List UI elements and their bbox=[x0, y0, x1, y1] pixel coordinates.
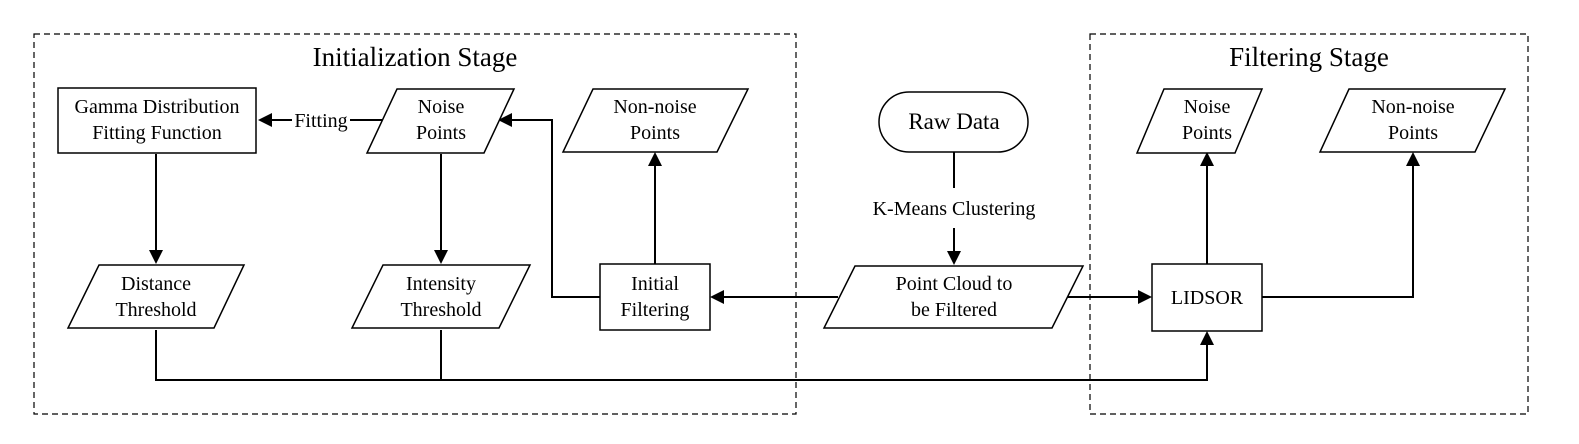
arrowhead-into-nonnoise-filter bbox=[1406, 152, 1420, 166]
initial-filtering-line1: Initial bbox=[631, 273, 679, 295]
noise-points-init-node[interactable]: Noise Points bbox=[365, 88, 516, 154]
intensity-threshold-line1: Intensity bbox=[406, 273, 476, 295]
arrowhead-into-lidsor-left bbox=[1138, 290, 1152, 304]
fitting-label: Fitting bbox=[294, 110, 347, 132]
point-cloud-line1: Point Cloud to bbox=[896, 273, 1013, 295]
nonnoise-points-init-shape bbox=[561, 88, 750, 153]
point-cloud-node[interactable]: Point Cloud to be Filtered bbox=[822, 265, 1085, 329]
point-cloud-line2: be Filtered bbox=[911, 299, 997, 321]
arrowhead-into-intensity bbox=[434, 250, 448, 264]
initialization-stage-title: Initialization Stage bbox=[313, 42, 518, 72]
intensity-threshold-shape bbox=[350, 264, 532, 329]
initial-filtering-node[interactable]: Initial Filtering bbox=[599, 263, 711, 331]
nonnoise-points-init-node[interactable]: Non-noise Points bbox=[561, 88, 750, 153]
noise-filter-line1: Noise bbox=[1184, 96, 1231, 118]
nonnoise-init-line2: Points bbox=[630, 122, 680, 144]
gamma-distribution-node[interactable]: Gamma Distribution Fitting Function bbox=[57, 87, 257, 154]
edge-initial-to-noise bbox=[510, 119, 600, 298]
noise-points-filter-node[interactable]: Noise Points bbox=[1135, 88, 1264, 154]
distance-threshold-line2: Threshold bbox=[115, 299, 196, 321]
lidsor-label: LIDSOR bbox=[1171, 287, 1244, 309]
lidsor-box bbox=[1151, 263, 1263, 332]
initial-filtering-box bbox=[599, 263, 711, 331]
distance-threshold-shape bbox=[66, 264, 246, 329]
lidsor-node[interactable]: LIDSOR bbox=[1151, 263, 1263, 332]
nonnoise-filter-line1: Non-noise bbox=[1371, 96, 1454, 118]
arrowhead-into-initial bbox=[710, 290, 724, 304]
nonnoise-points-filter-shape bbox=[1318, 88, 1507, 153]
arrowhead-into-gamma bbox=[258, 113, 272, 127]
arrowhead-into-noise-filter bbox=[1200, 152, 1214, 166]
noise-points-filter-shape bbox=[1135, 88, 1264, 154]
gamma-label-line2: Fitting Function bbox=[92, 122, 221, 144]
initial-filtering-line2: Filtering bbox=[621, 299, 690, 321]
kmeans-clustering-label: K-Means Clustering bbox=[873, 198, 1036, 220]
nonnoise-init-line1: Non-noise bbox=[613, 96, 696, 118]
gamma-label-line1: Gamma Distribution bbox=[75, 96, 240, 118]
arrowhead-into-noise-init bbox=[498, 113, 512, 127]
noise-filter-line2: Points bbox=[1182, 122, 1232, 144]
filtering-stage-title: Filtering Stage bbox=[1229, 42, 1389, 72]
raw-data-node[interactable]: Raw Data bbox=[878, 91, 1029, 153]
nonnoise-points-filter-node[interactable]: Non-noise Points bbox=[1318, 88, 1507, 153]
arrowhead-into-distance bbox=[149, 250, 163, 264]
intensity-threshold-line2: Threshold bbox=[400, 299, 481, 321]
noise-points-init-shape bbox=[365, 88, 516, 154]
initialization-stage-box bbox=[33, 33, 797, 415]
arrowhead-into-nonnoise-init bbox=[648, 152, 662, 166]
gamma-distribution-box bbox=[57, 87, 257, 154]
raw-data-label: Raw Data bbox=[908, 109, 999, 134]
connectors bbox=[155, 119, 1414, 381]
raw-data-terminator bbox=[878, 91, 1029, 153]
edge-lidsor-to-nonnoise bbox=[1262, 164, 1414, 298]
edge-thresholds-to-lidsor bbox=[155, 330, 1208, 381]
arrowhead-into-lidsor-bottom bbox=[1200, 331, 1214, 345]
intensity-threshold-node[interactable]: Intensity Threshold bbox=[350, 264, 532, 329]
noise-init-line1: Noise bbox=[418, 96, 465, 118]
noise-init-line2: Points bbox=[416, 122, 466, 144]
distance-threshold-line1: Distance bbox=[121, 273, 191, 295]
distance-threshold-node[interactable]: Distance Threshold bbox=[66, 264, 246, 329]
arrowhead-into-pointcloud bbox=[947, 251, 961, 265]
point-cloud-shape bbox=[822, 265, 1085, 329]
arrowheads bbox=[149, 113, 1420, 345]
filtering-stage-box bbox=[1089, 33, 1529, 415]
nonnoise-filter-line2: Points bbox=[1388, 122, 1438, 144]
